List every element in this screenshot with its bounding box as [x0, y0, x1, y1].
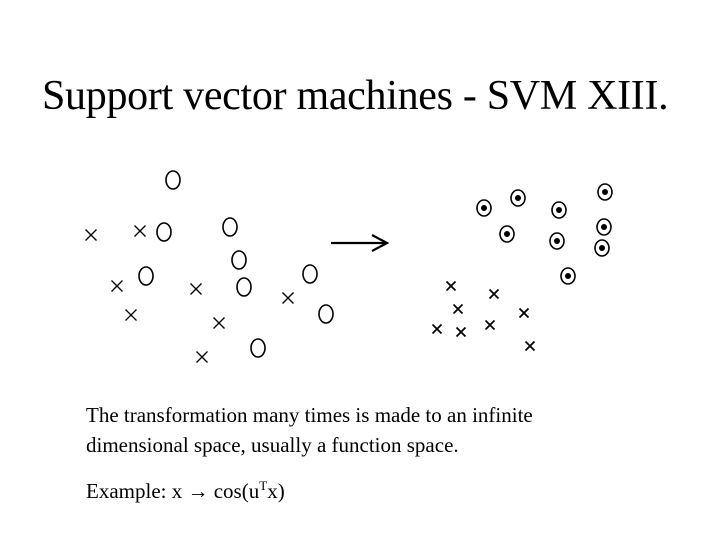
transpose-superscript: T	[259, 478, 268, 493]
description-line-1: The transformation many times is made to…	[86, 403, 533, 427]
right-arrow-icon	[331, 234, 390, 252]
cross-icon	[452, 303, 464, 315]
cross-icon	[85, 229, 97, 241]
description-line-2: dimensional space, usually a function sp…	[86, 433, 459, 457]
circle-icon	[318, 304, 334, 324]
example-line: Example: x → cos(uTx)	[86, 476, 533, 506]
dotted-circle-icon	[510, 189, 526, 207]
circle-icon	[231, 250, 247, 270]
cross-icon	[282, 292, 294, 304]
maps-to-arrow-icon: →	[187, 479, 209, 503]
example-function: cos(u	[208, 479, 260, 503]
slide-body: The transformation many times is made to…	[86, 400, 533, 506]
dotted-circle-icon	[560, 267, 576, 285]
cross-icon	[488, 288, 500, 300]
cross-icon	[134, 225, 146, 237]
cross-icon	[455, 326, 467, 338]
cross-icon	[190, 283, 202, 295]
example-suffix: x)	[267, 479, 285, 503]
example-prefix: Example: x	[86, 479, 188, 503]
dotted-circle-icon	[596, 218, 612, 236]
cross-icon	[518, 307, 530, 319]
dotted-circle-icon	[597, 183, 613, 201]
cross-icon	[484, 319, 496, 331]
cross-icon	[524, 340, 536, 352]
circle-icon	[138, 266, 154, 286]
circle-icon	[222, 217, 238, 237]
circle-icon	[156, 222, 172, 242]
circle-icon	[236, 277, 252, 297]
dotted-circle-icon	[476, 199, 492, 217]
cross-icon	[196, 351, 208, 363]
cross-icon	[111, 280, 123, 292]
circle-icon	[302, 264, 318, 284]
circle-icon	[250, 338, 266, 358]
cross-icon	[431, 323, 443, 335]
circle-icon	[165, 170, 181, 190]
cross-icon	[445, 280, 457, 292]
dotted-circle-icon	[594, 239, 610, 257]
cross-icon	[213, 317, 225, 329]
cross-icon	[125, 309, 137, 321]
dotted-circle-icon	[549, 232, 565, 250]
dotted-circle-icon	[499, 225, 515, 243]
dotted-circle-icon	[551, 201, 567, 219]
slide-title: Support vector machines - SVM XIII.	[42, 73, 669, 119]
